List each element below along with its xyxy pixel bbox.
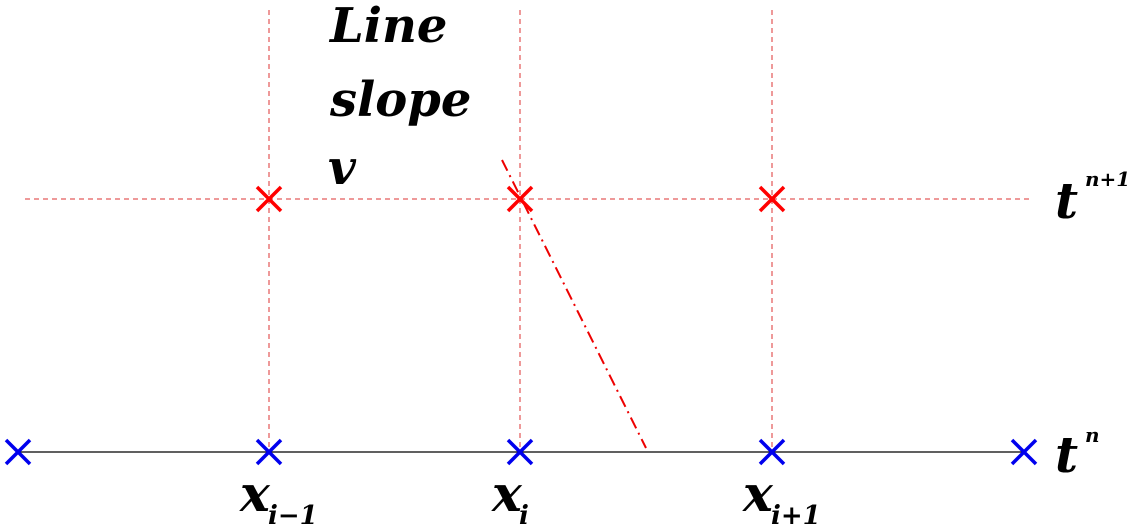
cross-mark-icon xyxy=(255,185,283,213)
time-label-lower: t n xyxy=(1055,423,1100,484)
space-label-base: x xyxy=(742,464,774,523)
space-label-sub: i+1 xyxy=(771,501,821,529)
cross-mark-icon xyxy=(506,438,534,466)
annotation-line-1: Line xyxy=(328,0,447,54)
slope-annotation: Line slope v xyxy=(328,0,471,196)
cross-mark-icon xyxy=(506,185,534,213)
space-label-sub: i xyxy=(519,501,529,529)
characteristic-line xyxy=(501,159,647,449)
cross-mark-icon xyxy=(758,185,786,213)
cross-mark-icon xyxy=(4,438,32,466)
cross-mark-icon xyxy=(758,438,786,466)
lower-markers xyxy=(4,438,1038,466)
vertical-grid-lines xyxy=(268,10,773,452)
time-label-lower-base: t xyxy=(1055,425,1078,484)
space-label-x-i-minus-1: x i−1 xyxy=(239,464,318,529)
space-label-sub: i−1 xyxy=(268,501,318,529)
space-label-x-i: x i xyxy=(491,464,529,529)
space-label-base: x xyxy=(491,464,523,523)
upper-markers xyxy=(255,185,786,213)
space-label-x-i-plus-1: x i+1 xyxy=(742,464,821,529)
time-label-lower-sup: n xyxy=(1085,423,1100,447)
space-label-base: x xyxy=(239,464,271,523)
annotation-line-3: v xyxy=(328,140,357,196)
annotation-line-2: slope xyxy=(329,72,471,128)
cross-mark-icon xyxy=(1010,438,1038,466)
time-label-upper-sup: n+1 xyxy=(1085,167,1130,191)
time-label-upper: t n+1 xyxy=(1055,167,1130,230)
time-label-upper-base: t xyxy=(1055,171,1078,230)
cross-mark-icon xyxy=(255,438,283,466)
